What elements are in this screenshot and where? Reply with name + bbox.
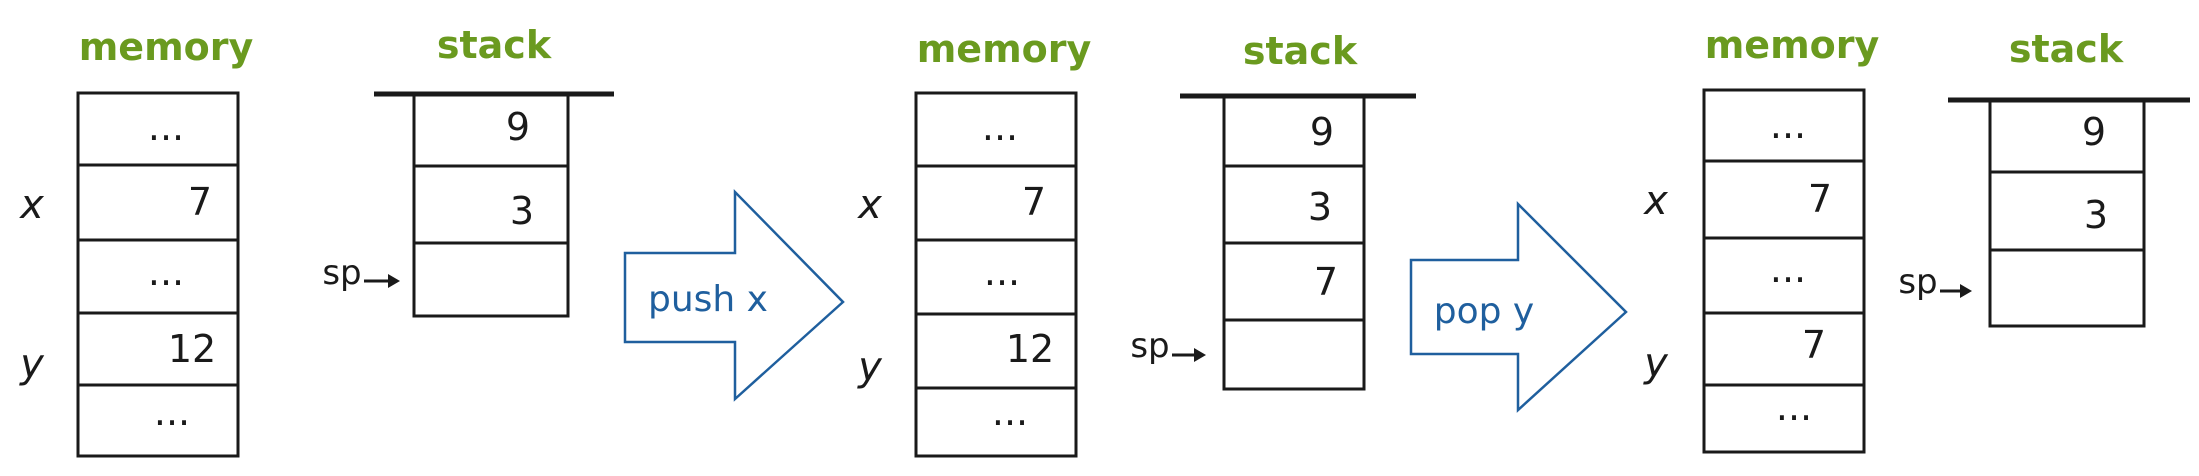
memory-cell-x: 7 [188, 180, 212, 224]
stack-cell: 9 [1310, 110, 1334, 154]
pop-arrow-icon [1409, 200, 1628, 413]
stack-pointer-arrow-icon [1172, 348, 1206, 362]
stack-pointer-label: sp [1130, 326, 1169, 366]
memory-title: memory [1705, 23, 1880, 67]
variable-label-y: y [19, 341, 45, 387]
memory-cell: ... [1770, 247, 1806, 291]
stack-title: stack [1243, 29, 1358, 73]
memory-cell: ... [992, 390, 1028, 434]
memory-cell-y: 12 [168, 327, 216, 371]
stack-pointer-arrow-icon [1940, 284, 1972, 298]
stack-pointer-label: sp [1898, 262, 1937, 302]
stack-pointer-label: sp [322, 253, 361, 293]
push-arrow-icon [623, 188, 845, 402]
memory-cell-y: 7 [1802, 323, 1826, 367]
pop-label: pop y [1434, 291, 1534, 332]
stack-cell: 9 [506, 105, 530, 149]
push-label: push x [648, 279, 768, 320]
memory-cell: ... [154, 390, 190, 434]
variable-label-x: x [18, 182, 44, 228]
stack-title: stack [2009, 27, 2124, 71]
panel-after-pop: memory ... 7 ... 7 ... x y stack 9 3 sp [1642, 23, 2190, 454]
memory-title: memory [79, 25, 254, 69]
stack-pointer-arrow-icon [364, 274, 400, 288]
variable-label-x: x [1642, 178, 1668, 224]
memory-cell: ... [148, 250, 184, 294]
variable-label-y: y [857, 344, 883, 390]
memory-box [914, 91, 1078, 458]
memory-cell-x: 7 [1022, 180, 1046, 224]
memory-cell: ... [1770, 103, 1806, 147]
push-operation: push x [623, 188, 845, 402]
memory-cell: ... [1776, 385, 1812, 429]
stack-cell: 9 [2082, 110, 2106, 154]
memory-cell: ... [984, 250, 1020, 294]
stack-cell: 3 [2084, 193, 2108, 237]
variable-label-y: y [1643, 340, 1669, 386]
panel-before: memory ... 7 ... 12 ... x y stack 9 3 sp [18, 23, 614, 458]
memory-box [76, 91, 240, 458]
pop-operation: pop y [1409, 200, 1628, 413]
variable-label-x: x [856, 182, 882, 228]
memory-cell: ... [982, 105, 1018, 149]
panel-after-push: memory ... 7 ... 12 ... x y stack 9 3 7 … [856, 27, 1416, 458]
stack-title: stack [437, 23, 552, 67]
memory-cell: ... [148, 105, 184, 149]
memory-cell-x: 7 [1808, 177, 1832, 221]
memory-box [1702, 88, 1866, 454]
stack-cell: 3 [510, 189, 534, 233]
stack-cell: 3 [1308, 185, 1332, 229]
memory-title: memory [917, 27, 1092, 71]
stack-box [1988, 98, 2146, 328]
stack-cell: 7 [1314, 260, 1338, 304]
stack-box [412, 92, 570, 318]
memory-cell-y: 12 [1006, 327, 1054, 371]
